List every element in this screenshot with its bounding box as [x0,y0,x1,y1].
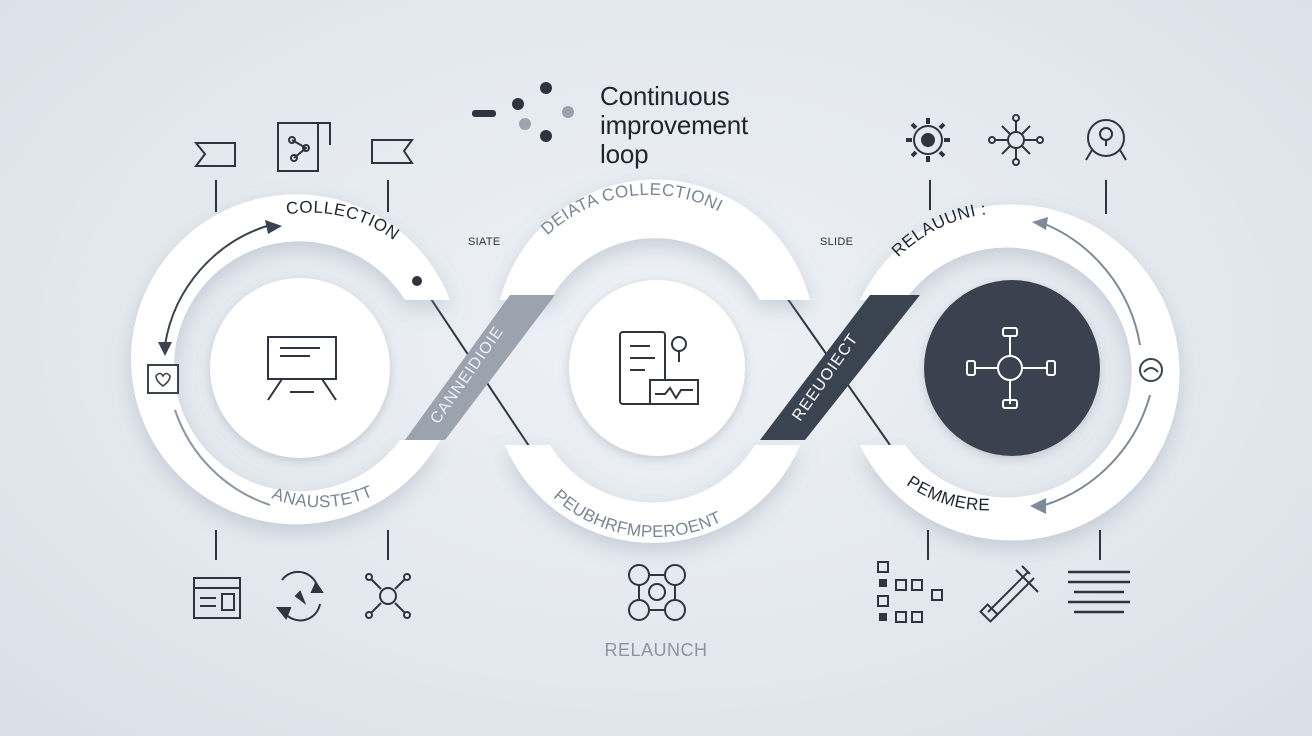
form-icon [193,577,241,619]
badge-right-icon [1139,358,1163,382]
ring-dot-left [412,276,422,286]
ring-middle [500,179,810,544]
title-line-3: loop [600,139,649,169]
screen-icon [267,336,337,401]
document-network-icon [277,122,331,172]
title-line-1: Continuous [600,81,730,111]
gear-icon [906,118,950,210]
refresh-cycle-icon [275,570,324,622]
flag-icon [193,142,236,212]
ring-left [131,194,450,525]
cycle-arrows [158,217,1151,514]
network-icon [365,573,411,619]
inner-circle-right [924,280,1100,456]
band-right [760,295,920,440]
hub-icon [988,114,1044,166]
inner-circle-middle [569,280,745,456]
connector-label-left: SIATE [468,236,501,248]
connector-label-right: SLIDE [820,236,854,248]
list-icon [1068,570,1130,614]
tool-icon [979,565,1039,623]
band-left-label: CANNEIDIOIE [427,323,507,427]
flag-icon [371,139,414,212]
network-nodes-icon [628,564,686,621]
title-line-2: improvement [600,110,749,140]
inner-circle-left [210,278,390,458]
qr-code-icon [877,561,943,623]
lightbulb-icon [1085,119,1127,214]
title-graphic-icon [472,82,574,142]
diagram-title: Continuous improvement loop [600,82,748,169]
report-pin-icon [619,331,699,405]
ring-right [860,204,1180,541]
band-left [405,295,555,440]
badge-heart-icon [147,364,179,394]
connector-cross-icon [966,327,1056,409]
footer-label: RELAUNCH [604,640,708,660]
